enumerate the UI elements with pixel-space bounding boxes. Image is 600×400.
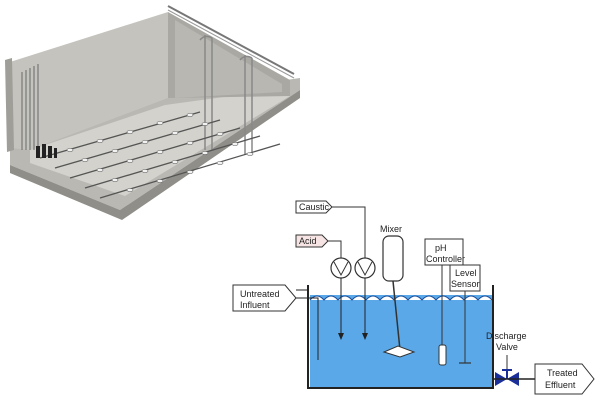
tank-water	[310, 295, 493, 388]
influent-pipe	[296, 297, 319, 360]
process-schematic: Caustic Acid Mixer	[232, 200, 595, 395]
treated-effluent-label-line2: Effluent	[545, 380, 576, 390]
basin-front-edge	[10, 90, 300, 220]
untreated-influent-label-line1: Untreated	[240, 289, 280, 299]
basin-right-wall-face	[175, 20, 282, 98]
ph-controller-label-line2: Controller	[426, 254, 465, 264]
discharge-valve-label-line2: Valve	[496, 342, 518, 352]
basin-handrail	[167, 5, 295, 75]
mixer	[382, 235, 416, 358]
treated-effluent-tag: Treated Effluent	[534, 363, 595, 395]
level-sensor-label-line2: Sensor	[451, 279, 480, 289]
level-sensor-label-line1: Level	[455, 268, 477, 278]
caustic-pump	[354, 257, 376, 279]
basin-left-wall	[5, 58, 14, 152]
acid-label: Acid	[299, 236, 317, 246]
water-surface	[309, 295, 493, 301]
level-sensor: Level Sensor	[449, 264, 481, 364]
basin-back-wall	[10, 12, 168, 150]
acid-feed-line	[328, 240, 342, 258]
basin-left-pipes	[21, 64, 39, 150]
discharge-valve	[495, 369, 519, 386]
acid-tag: Acid	[295, 234, 329, 248]
discharge-valve-label-line1: Discharge	[486, 331, 527, 341]
mixer-impeller	[382, 345, 416, 358]
treated-effluent-label-line1: Treated	[547, 368, 578, 378]
acid-dose-arrow	[338, 333, 344, 340]
caustic-feed-line	[332, 206, 366, 258]
untreated-influent-tag: Untreated Influent	[232, 284, 297, 312]
basin-manifold	[36, 144, 57, 158]
basin-diffuser-heads	[66, 113, 254, 192]
caustic-tag: Caustic	[295, 200, 333, 214]
ph-probe	[438, 344, 447, 366]
basin-inner-floor	[30, 88, 290, 196]
mixer-label: Mixer	[380, 224, 402, 234]
basin-illustration	[5, 5, 300, 220]
ph-controller-label-line1: pH	[435, 243, 447, 253]
untreated-influent-label-line2: Influent	[240, 300, 270, 310]
tank-walls	[307, 285, 494, 389]
caustic-label: Caustic	[299, 202, 330, 212]
acid-pump	[330, 257, 352, 279]
caustic-dose-arrow	[362, 333, 368, 340]
ph-controller: pH Controller	[424, 238, 465, 366]
